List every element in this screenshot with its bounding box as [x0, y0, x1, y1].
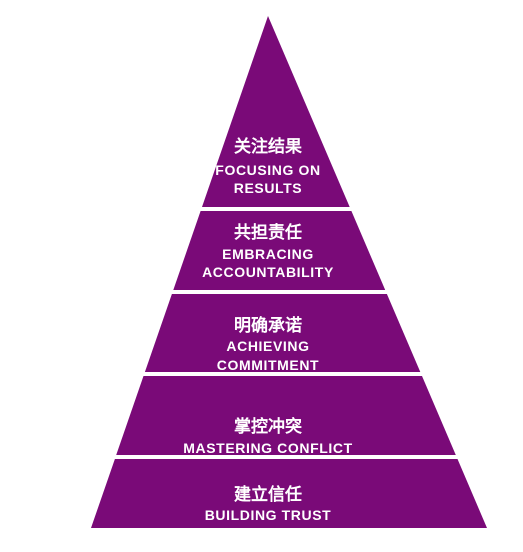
pyramid-tier-5 [91, 459, 487, 528]
tier-2-title-en-line-1: EMBRACING [222, 246, 314, 262]
pyramid-tier-2 [173, 211, 386, 290]
tier-2-title-en-line-2: ACCOUNTABILITY [202, 264, 334, 280]
tier-2-title-zh: 共担责任 [234, 222, 302, 243]
pyramid-tier-1 [202, 16, 350, 207]
pyramid-tier-3 [144, 294, 421, 372]
pyramid-tier-labels: 关注结果 FOCUSING ON RESULTS 共担责任 EMBRACING ACCOU… [183, 136, 352, 523]
tier-1-title-en-line-1: FOCUSING ON [215, 162, 320, 178]
tier-1-title-en-line-2: RESULTS [234, 180, 303, 196]
tier-4-title-en-line-1: MASTERING CONFLICT [183, 440, 352, 456]
tier-5-title-en-line-1: BUILDING TRUST [205, 507, 332, 523]
tier-4-title-zh: 掌控冲突 [234, 416, 302, 437]
pyramid-tier-4 [116, 376, 456, 455]
tier-3-title-en-line-2: COMMITMENT [217, 357, 319, 373]
tier-3-title-zh: 明确承诺 [234, 315, 302, 336]
tier-3-title-en-line-1: ACHIEVING [226, 338, 309, 354]
tier-5-title-zh: 建立信任 [234, 484, 302, 505]
pyramid-tier-shapes [91, 16, 487, 528]
tier-1-title-zh: 关注结果 [234, 136, 302, 157]
